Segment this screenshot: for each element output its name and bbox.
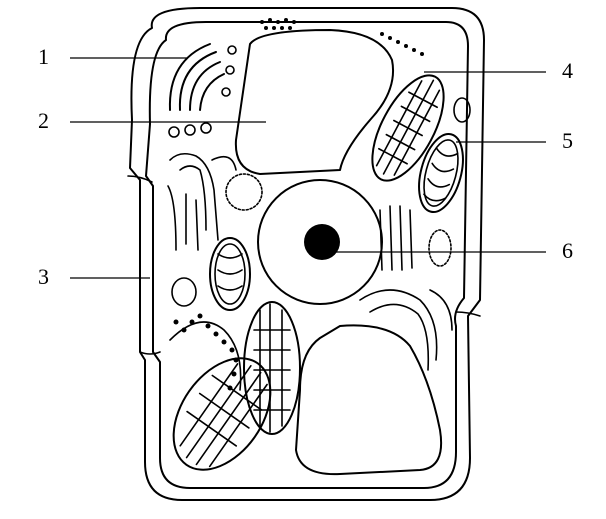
vacuole-top: [234, 29, 394, 175]
endoplasmic-reticulum-left: [167, 152, 237, 251]
mitochondrion-right: [418, 133, 464, 213]
label-4: 4: [562, 58, 573, 83]
golgi-apparatus: [168, 43, 237, 138]
mitochondrion-left: [209, 237, 251, 311]
vesicle-small-right: [453, 97, 471, 123]
chloroplast-middle: [243, 301, 301, 435]
endoplasmic-reticulum-right: [359, 205, 453, 371]
label-2: 2: [38, 108, 49, 133]
label-6: 6: [562, 238, 573, 263]
vesicle-dotted-left: [225, 173, 263, 211]
vacuole-bottom: [295, 324, 442, 476]
plasmodesma-right: [455, 311, 481, 317]
cell-wall-outer: [129, 7, 485, 501]
rough-er-ribosomes: [173, 313, 239, 391]
plasmodesma-left-bottom: [139, 351, 161, 355]
label-5: 5: [562, 128, 573, 153]
label-3: 3: [38, 264, 49, 289]
ribosomes-top: [260, 18, 424, 56]
plasmodesma-left-top: [127, 175, 153, 183]
vesicle-small-left: [171, 277, 197, 307]
chloroplast-right: [371, 74, 445, 182]
vesicle-dotted-right: [428, 229, 452, 267]
nucleolus: [304, 224, 340, 260]
nucleus: [257, 179, 383, 305]
rough-er-membrane: [169, 321, 242, 391]
cell-membrane-inner: [145, 21, 469, 489]
chloroplast-bottom: [172, 357, 272, 471]
label-1: 1: [38, 44, 49, 69]
